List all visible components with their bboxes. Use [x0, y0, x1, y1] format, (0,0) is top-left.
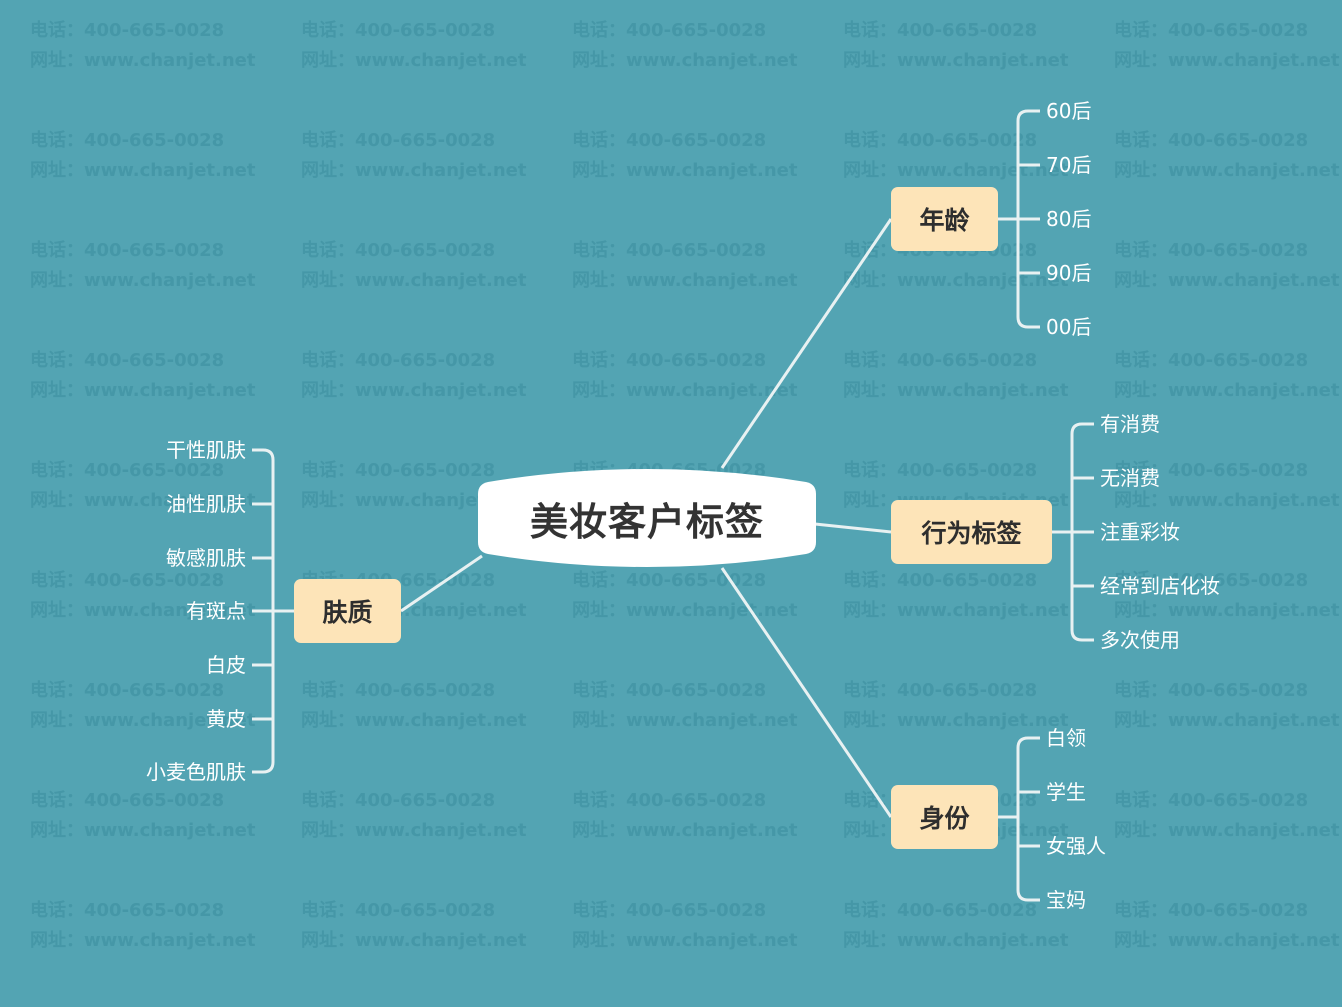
root-to-behavior-line [814, 522, 892, 534]
leaf-skin-dry[interactable]: 干性肌肤 [166, 438, 246, 462]
leaf-identity-white-collar[interactable]: 白领 [1046, 726, 1086, 750]
branch-skin[interactable]: 肤质 [294, 579, 401, 643]
leaf-skin-wheat[interactable]: 小麦色肌肤 [146, 760, 246, 784]
leaf-skin-yellow[interactable]: 黄皮 [206, 707, 246, 731]
branch-behavior[interactable]: 行为标签 [891, 500, 1052, 564]
identity-bracket [998, 736, 1040, 902]
branch-identity[interactable]: 身份 [891, 785, 998, 849]
root-node[interactable]: 美妆客户标签 [478, 462, 816, 574]
leaf-skin-oily[interactable]: 油性肌肤 [166, 492, 246, 516]
leaf-age-60[interactable]: 60后 [1046, 99, 1092, 123]
leaf-skin-fair[interactable]: 白皮 [206, 653, 246, 677]
leaf-behavior-makeup-focus[interactable]: 注重彩妆 [1100, 520, 1180, 544]
leaf-behavior-consumed[interactable]: 有消费 [1100, 412, 1160, 436]
skin-bracket [252, 448, 294, 774]
root-label: 美妆客户标签 [529, 499, 764, 544]
root-shape [478, 469, 816, 567]
behavior-bracket [1052, 422, 1094, 642]
leaf-age-00[interactable]: 00后 [1046, 315, 1092, 339]
leaf-behavior-no-consumption[interactable]: 无消费 [1100, 466, 1160, 490]
leaf-age-90[interactable]: 90后 [1046, 261, 1092, 285]
age-bracket [998, 109, 1040, 329]
leaf-age-80[interactable]: 80后 [1046, 207, 1092, 231]
leaf-identity-mom[interactable]: 宝妈 [1046, 888, 1086, 912]
leaf-identity-student[interactable]: 学生 [1046, 780, 1086, 804]
root-to-identity-line [720, 567, 893, 818]
leaf-behavior-store-visits[interactable]: 经常到店化妆 [1100, 574, 1220, 598]
leaf-skin-sensitive[interactable]: 敏感肌肤 [166, 546, 246, 570]
branch-age[interactable]: 年龄 [891, 187, 998, 251]
leaf-skin-spots[interactable]: 有斑点 [186, 599, 246, 623]
root-to-skin-line [400, 554, 483, 613]
root-to-age-line [720, 218, 893, 469]
leaf-identity-career-woman[interactable]: 女强人 [1046, 834, 1106, 858]
leaf-behavior-repeat-use[interactable]: 多次使用 [1100, 628, 1180, 652]
leaf-age-70[interactable]: 70后 [1046, 153, 1092, 177]
